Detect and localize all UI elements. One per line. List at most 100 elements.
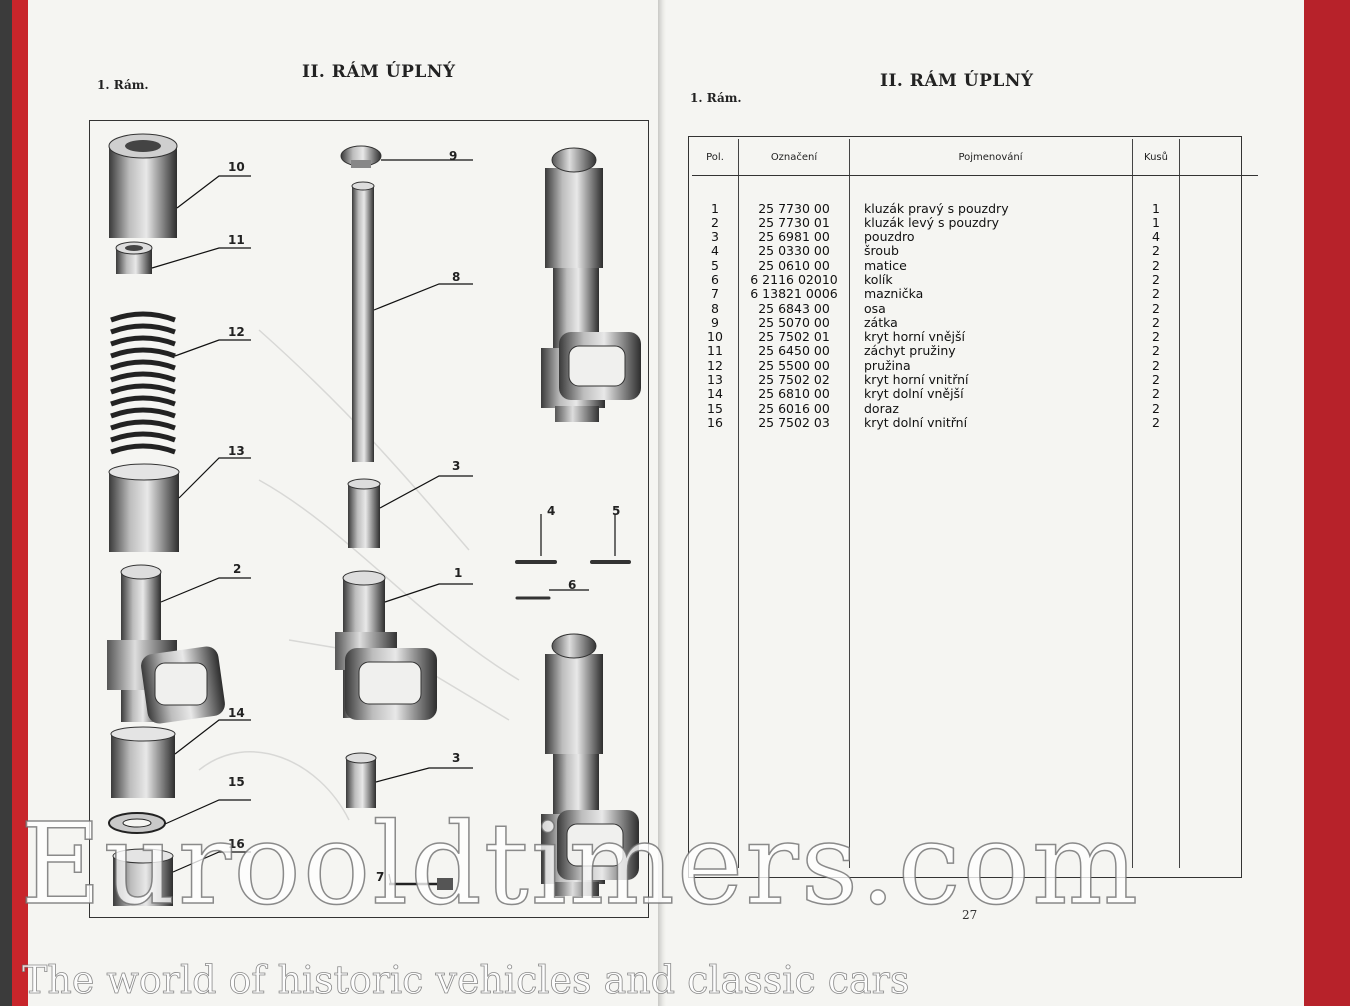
cell-pojmenovani: kolík [849, 272, 1133, 288]
part-11-spring-retainer [115, 241, 153, 274]
part-13-inner-cover [108, 463, 180, 552]
part-label-3-upper: 3 [452, 459, 461, 473]
left-page-title: II. RÁM ÚPLNÝ [302, 62, 456, 82]
part-3-bush-upper [347, 478, 381, 548]
cell-oznaceni: 25 0610 00 [738, 258, 850, 273]
cell-kusu: 2 [1132, 358, 1180, 374]
cell-blank [1180, 387, 1259, 401]
cell-blank [1180, 259, 1259, 273]
page-number: 27 [962, 908, 978, 922]
cell-oznaceni: 25 5070 00 [738, 315, 850, 331]
part-1-right-slider [335, 570, 437, 720]
exploded-parts-diagram [107, 133, 641, 906]
part-14-lower-outer-cover [110, 726, 176, 798]
cell-oznaceni: 25 7502 01 [738, 329, 850, 345]
table-header-row: Pol. Označení Pojmenování Kusů [692, 139, 1258, 176]
part-12-spring [110, 311, 176, 455]
cell-pojmenovani: kryt dolní vnější [849, 387, 1133, 402]
cell-kusu: 2 [1132, 301, 1180, 316]
left-section-heading: 1. Rám. [97, 78, 149, 92]
part-15-stop-washer [108, 812, 166, 834]
right-page-title: II. RÁM ÚPLNÝ [880, 71, 1034, 91]
book-spine-edge [0, 0, 12, 1006]
cell-pojmenovani: zátka [849, 315, 1133, 331]
cell-pol: 5 [692, 258, 739, 273]
parts-table: Pol. Označení Pojmenování Kusů 1 25 7730 … [692, 139, 1259, 869]
cell-pojmenovani: pouzdro [849, 229, 1133, 245]
cell-pol: 12 [692, 358, 739, 374]
cell-oznaceni: 25 7502 03 [738, 415, 850, 431]
cell-pol: 10 [692, 329, 739, 345]
cell-pojmenovani: kryt horní vnější [849, 329, 1133, 345]
watermark-logo: Eurooldtimers.com [19, 799, 1141, 931]
cell-kusu: 2 [1132, 286, 1180, 302]
cell-pojmenovani: kluzák pravý s pouzdry [849, 201, 1133, 216]
cell-pojmenovani: pružina [849, 358, 1133, 374]
cell-oznaceni: 25 7730 01 [738, 215, 850, 231]
cell-kusu: 2 [1132, 272, 1180, 288]
cell-blank [1180, 202, 1259, 216]
part-label-1: 1 [454, 566, 463, 580]
leader-lines [151, 159, 616, 885]
cell-blank [1180, 359, 1259, 373]
cell-pol: 14 [692, 387, 739, 402]
column-header-blank [1179, 139, 1258, 176]
part-label-5: 5 [612, 504, 621, 518]
cell-kusu: 2 [1132, 258, 1180, 273]
part-label-9: 9 [449, 149, 458, 163]
part-3-bush-lower [345, 752, 377, 808]
cell-blank [1180, 373, 1259, 387]
part-8-axle [351, 181, 375, 462]
cell-oznaceni: 25 7730 00 [738, 201, 850, 216]
column-header-kusu: Kusů [1132, 139, 1180, 176]
cell-pojmenovani: kryt horní vnitřní [849, 372, 1133, 388]
cell-oznaceni: 25 6843 00 [738, 301, 850, 316]
book-cover-edge-right [1304, 0, 1350, 1006]
watermark-tagline: The world of historic vehicles and class… [22, 958, 910, 1003]
cell-blank [1180, 216, 1259, 230]
cell-pol: 16 [692, 415, 739, 431]
exploded-diagram-frame [89, 120, 649, 918]
cell-oznaceni: 25 7502 02 [738, 372, 850, 388]
cell-pojmenovani: kluzák levý s pouzdry [849, 215, 1133, 231]
cell-pojmenovani: osa [849, 301, 1133, 316]
assembled-fork-leg-lower [541, 633, 639, 896]
book-cover-edge [12, 0, 28, 1006]
cell-blank [1180, 302, 1259, 316]
cell-pol: 3 [692, 229, 739, 245]
table-filler [692, 430, 1258, 869]
cell-pojmenovani: šroub [849, 244, 1133, 259]
column-header-pol: Pol. [692, 139, 739, 176]
cell-blank [1180, 402, 1259, 416]
cell-oznaceni: 6 13821 0006 [738, 286, 850, 302]
cell-blank [1180, 316, 1259, 330]
part-label-4: 4 [547, 504, 556, 518]
part-label-15: 15 [228, 775, 245, 789]
parts-table-frame [688, 136, 1242, 878]
part-label-2: 2 [233, 562, 242, 576]
cell-pojmenovani: doraz [849, 401, 1133, 416]
part-label-14: 14 [228, 706, 245, 720]
part-label-11: 11 [228, 233, 245, 247]
cell-kusu: 1 [1132, 201, 1180, 216]
cell-pol: 6 [692, 272, 739, 288]
column-header-oznaceni: Označení [738, 139, 850, 176]
part-label-13: 13 [228, 444, 245, 458]
cell-oznaceni: 25 6450 00 [738, 344, 850, 359]
cell-pojmenovani: maznička [849, 286, 1133, 302]
cell-pol: 11 [692, 344, 739, 359]
cell-blank [1180, 416, 1259, 430]
cell-blank [1180, 344, 1259, 358]
assembled-fork-leg-upper [541, 147, 641, 422]
